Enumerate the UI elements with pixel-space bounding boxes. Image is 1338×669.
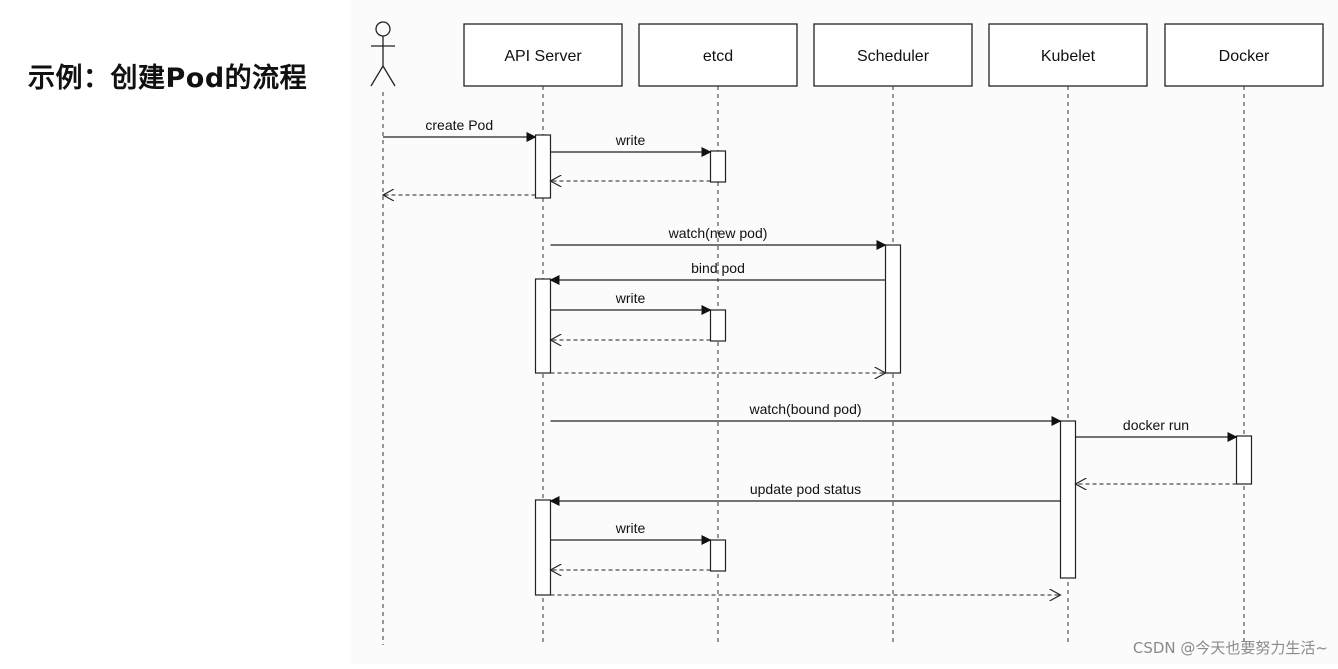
message-label: write: [615, 290, 646, 306]
sequence-diagram: API Server etcd Scheduler Kubelet Docker crea…: [350, 0, 1338, 664]
page-title: 示例：创建Pod的流程: [28, 63, 308, 94]
activation-sched: [884, 244, 902, 374]
message-label: watch(new pod): [668, 225, 768, 241]
activation-etcd: [709, 539, 727, 572]
watermark: CSDN @今天也要努力生活~: [1132, 639, 1328, 657]
participant-label: Docker: [1219, 48, 1270, 65]
participant-label: Scheduler: [857, 48, 930, 65]
sequence-diagram-canvas: API Server etcd Scheduler Kubelet Docker crea…: [370, 21, 1324, 645]
participant-etcd: etcd: [638, 23, 798, 87]
activation-etcd: [709, 150, 727, 183]
participant-api: API Server: [463, 23, 623, 87]
activation-api: [534, 134, 552, 199]
activation-kubelet: [1059, 420, 1077, 579]
participant-docker: Docker: [1164, 23, 1324, 87]
actor-icon: [370, 21, 396, 87]
participant-sched: Scheduler: [813, 23, 973, 87]
participant-label: Kubelet: [1041, 48, 1096, 65]
participant-label: API Server: [504, 48, 582, 65]
message-label: write: [615, 520, 646, 536]
activation-api: [534, 499, 552, 596]
message-label: write: [615, 132, 646, 148]
message-label: docker run: [1123, 417, 1189, 433]
message-label: update pod status: [750, 481, 861, 497]
activation-etcd: [709, 309, 727, 342]
message-label: create Pod: [425, 117, 493, 133]
participant-kubelet: Kubelet: [988, 23, 1148, 87]
message-label: watch(bound pod): [748, 401, 861, 417]
activation-api: [534, 278, 552, 374]
participant-label: etcd: [703, 48, 733, 65]
message-label: bind pod: [691, 260, 745, 276]
activation-docker: [1235, 435, 1253, 485]
